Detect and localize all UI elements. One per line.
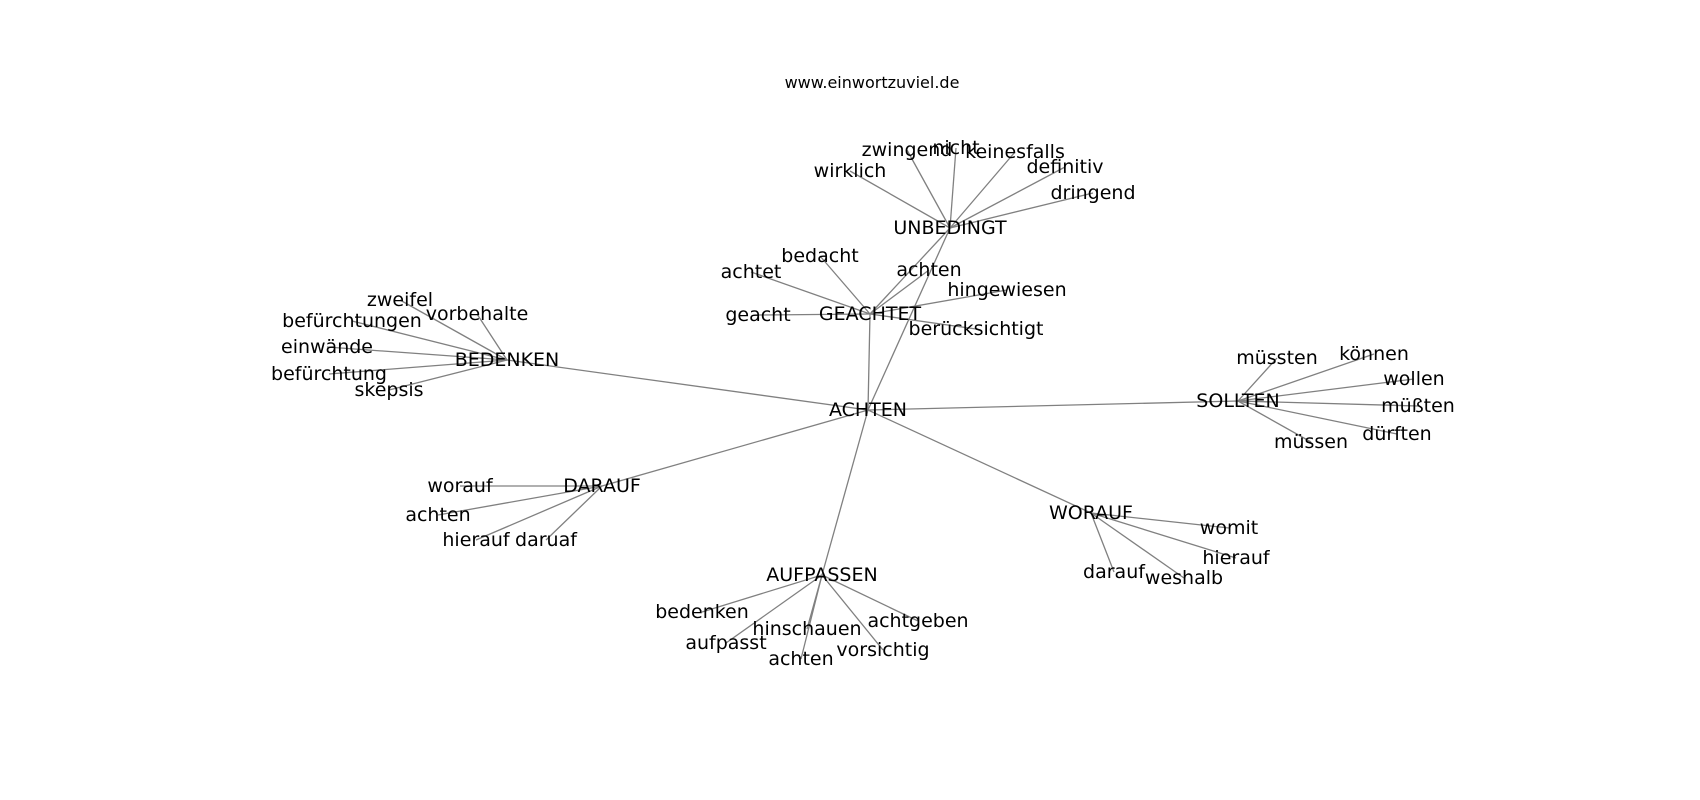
edge-worauf-leaf [1090, 512, 1230, 529]
node-leaf-unbedingt: wirklich [814, 160, 887, 182]
node-leaf-darauf: worauf [427, 475, 494, 497]
edge-bedenken-leaf [328, 359, 508, 375]
edge-center-aufpassen [821, 409, 869, 576]
node-leaf-geachtet: geacht [725, 304, 790, 326]
site-title: www.einwortzuviel.de [785, 73, 960, 92]
edge-worauf-leaf [1090, 512, 1185, 579]
node-leaf-unbedingt: definitiv [1026, 156, 1103, 178]
edge-center-worauf [867, 409, 1092, 514]
node-leaf-aufpassen: aufpasst [685, 632, 766, 654]
node-leaf-darauf: daruaf [515, 529, 578, 551]
edge-sollten-leaf [1237, 378, 1415, 402]
edge-center-darauf [601, 409, 869, 487]
edge-unbedingt-leaf [949, 166, 1066, 229]
node-leaf-worauf: hierauf [1202, 547, 1271, 569]
node-leaf-geachtet: bedacht [781, 245, 858, 267]
node-hub-darauf: DARAUF [563, 475, 641, 497]
edge-center-geachtet [867, 313, 871, 411]
edge-aufpassen-leaf [821, 574, 919, 622]
edge-geachtet-unbedingt [869, 227, 951, 315]
node-leaf-bedenken: befürchtungen [282, 310, 422, 332]
node-leaf-aufpassen: achten [768, 648, 833, 670]
edge-unbedingt-leaf [949, 151, 1016, 229]
edge-unbedingt-leaf [906, 149, 951, 229]
node-hub-unbedingt: UNBEDINGT [893, 217, 1007, 239]
edge-geachtet-leaf [750, 271, 871, 315]
node-leaf-worauf: weshalb [1145, 567, 1223, 589]
node-leaf-bedenken: befürchtung [271, 363, 387, 385]
node-leaf-geachtet: berücksichtigt [909, 318, 1044, 340]
edge-center-bedenken [506, 359, 869, 411]
node-leaf-unbedingt: nicht [932, 137, 979, 159]
node-leaf-darauf: hierauf [442, 529, 511, 551]
node-leaf-bedenken: vorbehalte [426, 303, 529, 325]
edge-worauf-leaf [1090, 512, 1115, 573]
node-leaf-unbedingt: zwingend [862, 139, 953, 161]
edge-darauf-leaf [545, 485, 603, 541]
node-leaf-sollten: können [1339, 343, 1409, 365]
node-leaf-bedenken: skepsis [354, 379, 423, 401]
edge-bedenken-leaf [476, 313, 508, 361]
edge-bedenken-leaf [388, 359, 508, 391]
node-leaf-geachtet: achtet [721, 261, 782, 283]
edge-darauf-leaf [437, 485, 603, 516]
node-leaf-worauf: darauf [1083, 561, 1146, 583]
edge-sollten-leaf [1237, 353, 1375, 402]
node-leaf-unbedingt: keinesfalls [965, 141, 1065, 163]
graph-edges [326, 147, 1419, 660]
edge-bedenken-leaf [399, 299, 508, 361]
edge-geachtet-leaf [869, 289, 1008, 315]
edge-bedenken-leaf [351, 320, 508, 361]
node-leaf-darauf: achten [405, 504, 470, 526]
node-leaf-sollten: müssen [1274, 431, 1348, 453]
node-hub-worauf: WORAUF [1049, 502, 1133, 524]
node-hub-geachtet: GEACHTET [819, 303, 922, 325]
edge-unbedingt-leaf [949, 192, 1094, 229]
node-leaf-geachtet: achten [896, 259, 961, 281]
node-leaf-sollten: müßten [1381, 395, 1455, 417]
edge-center-sollten [867, 400, 1239, 411]
edge-darauf-leaf [475, 485, 603, 541]
edge-unbedingt-leaf [949, 147, 957, 229]
edge-sollten-leaf [1237, 400, 1398, 435]
node-leaf-sollten: müssten [1236, 347, 1318, 369]
node-leaf-aufpassen: hinschauen [752, 618, 861, 640]
node-leaf-bedenken: zweifel [367, 289, 433, 311]
edge-bedenken-leaf [326, 346, 508, 361]
node-leaf-bedenken: einwände [281, 336, 373, 358]
edge-sollten-leaf [1237, 357, 1278, 402]
edge-sollten-leaf [1237, 400, 1419, 407]
node-leaf-aufpassen: bedenken [655, 601, 749, 623]
node-center-achten: ACHTEN [829, 399, 907, 421]
edge-geachtet-leaf [757, 313, 871, 316]
edge-aufpassen-leaf [821, 574, 884, 651]
node-leaf-geachtet: hingewiesen [947, 279, 1066, 301]
edge-aufpassen-leaf [701, 574, 823, 613]
node-hub-sollten: SOLLTEN [1196, 390, 1279, 412]
node-hub-aufpassen: AUFPASSEN [766, 564, 877, 586]
edge-geachtet-leaf [869, 269, 930, 315]
node-leaf-aufpassen: vorsichtig [836, 639, 929, 661]
edge-aufpassen-leaf [725, 574, 823, 644]
node-leaf-aufpassen: achtgeben [867, 610, 968, 632]
edge-sollten-leaf [1237, 400, 1312, 443]
node-leaf-sollten: dürften [1362, 423, 1431, 445]
edge-geachtet-leaf [819, 255, 871, 315]
node-hub-bedenken: BEDENKEN [455, 349, 560, 371]
node-leaf-worauf: womit [1200, 517, 1258, 539]
edge-worauf-leaf [1090, 512, 1237, 559]
node-leaf-sollten: wollen [1383, 368, 1444, 390]
edge-geachtet-leaf [869, 313, 977, 330]
node-leaf-unbedingt: dringend [1050, 182, 1135, 204]
edge-unbedingt-leaf [849, 170, 951, 229]
edge-aufpassen-leaf [800, 574, 823, 660]
